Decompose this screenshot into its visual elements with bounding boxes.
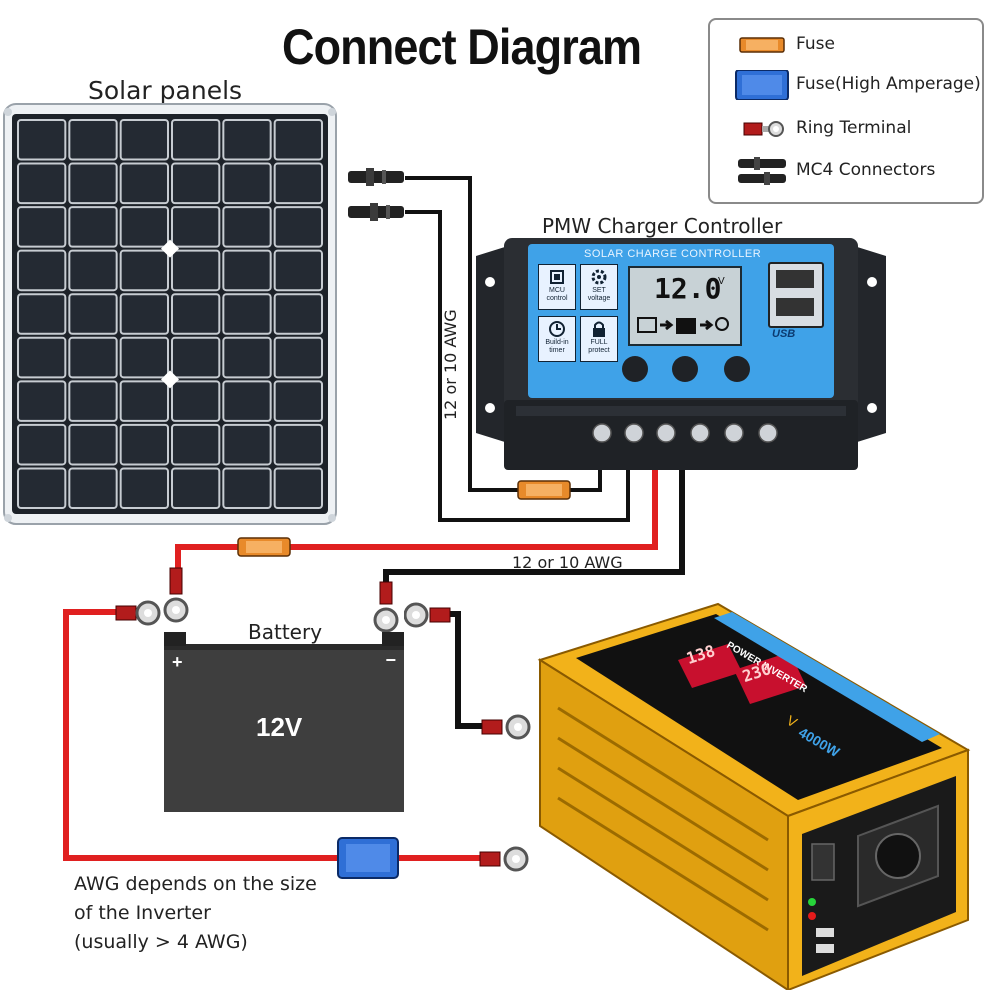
ring-terminal-icon (114, 596, 164, 632)
inverter-gauge-note-line: of the Inverter (74, 899, 317, 928)
controller-lcd: 12.0 V (628, 266, 742, 346)
lcd-unit: V (718, 276, 725, 287)
battery-terminal-negative (382, 632, 404, 646)
lcd-flow-icon (636, 312, 734, 338)
battery-terminal-positive (164, 632, 186, 646)
mcu-control-label: MCU control (539, 287, 575, 303)
battery-plus-sign: + (172, 652, 183, 673)
charge-controller: SOLAR CHARGE CONTROLLER 12.0 V MCU contr… (476, 238, 886, 470)
ring-terminal-icon (158, 566, 218, 636)
set-voltage-tile: SET voltage (580, 264, 618, 310)
controller-button-middle[interactable] (672, 356, 698, 382)
controller-button-right[interactable] (724, 356, 750, 382)
mcu-control-tile: MCU control (538, 264, 576, 310)
usb-port[interactable] (776, 298, 814, 316)
timer-tile: Build-in timer (538, 316, 576, 362)
inverter-gauge-note: AWG depends on the size of the Inverter … (74, 870, 317, 957)
inverter-gauge-note-line: (usually > 4 AWG) (74, 928, 317, 957)
battery: + − 12V (164, 644, 404, 812)
lcd-voltage-readout: 12.0 (654, 272, 721, 305)
ring-terminal-icon (404, 598, 454, 634)
controller-header-text: SOLAR CHARGE CONTROLLER (584, 248, 761, 260)
battery-minus-sign: − (385, 650, 396, 671)
usb-port[interactable] (776, 270, 814, 288)
battery-voltage: 12V (256, 712, 302, 743)
set-voltage-label: SET voltage (581, 287, 617, 303)
gear-icon (590, 268, 608, 286)
inverter-gauge-note-line: AWG depends on the size (74, 870, 317, 899)
fuse-icon (516, 478, 572, 502)
full-protect-label: FULL protect (581, 339, 617, 355)
timer-label: Build-in timer (539, 339, 575, 355)
controller-terminals (588, 418, 788, 448)
fuse-icon (236, 535, 292, 559)
controller-button-left[interactable] (622, 356, 648, 382)
full-protect-tile: FULL protect (580, 316, 618, 362)
usb-label: USB (772, 328, 795, 340)
fuse-high-amperage-icon (336, 836, 400, 880)
usb-port-block (768, 262, 824, 328)
wire-gauge-label-vertical: 12 or 10 AWG (441, 309, 460, 420)
chip-icon (548, 268, 566, 286)
clock-icon (548, 320, 566, 338)
mc4-connector-icon (346, 166, 408, 226)
battery-label: Battery (248, 620, 322, 644)
wire-gauge-label-horizontal: 12 or 10 AWG (512, 553, 623, 572)
ring-terminal-icon (478, 844, 534, 874)
ring-terminal-icon (368, 580, 408, 640)
lock-icon (590, 320, 608, 338)
controller-label: PMW Charger Controller (542, 214, 782, 238)
